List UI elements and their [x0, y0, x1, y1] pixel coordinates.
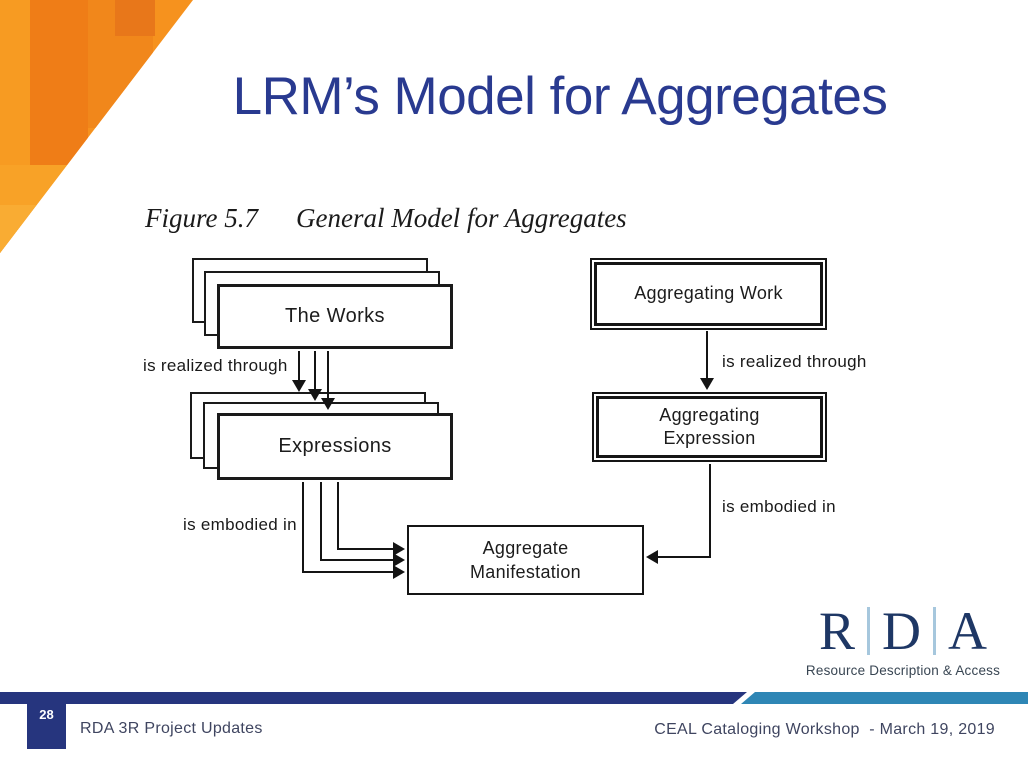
aggregating-work-box-inner: Aggregating Work	[594, 262, 823, 326]
aggregating-expression-label-line2: Expression	[663, 428, 756, 448]
elbow-line	[337, 482, 339, 550]
rda-logo: R D A Resource Description & Access	[802, 602, 1004, 678]
right-is-embodied-in-label: is embodied in	[722, 497, 836, 516]
arrowhead-down-icon	[292, 380, 306, 392]
corner-accent-band	[30, 0, 88, 165]
rda-logo-letter-d: D	[882, 601, 922, 661]
arrow-line	[327, 351, 329, 399]
elbow-line	[302, 571, 395, 573]
aggregate-manifestation-label-line1: Aggregate	[482, 537, 569, 558]
elbow-line	[320, 482, 322, 561]
arrow-line	[706, 331, 708, 379]
aggregate-manifestation-label-line2: Manifestation	[470, 562, 581, 582]
page-number: 28	[39, 707, 54, 722]
arrowhead-right-icon	[393, 553, 405, 567]
figure-caption: Figure 5.7 General Model for Aggregates	[145, 203, 627, 234]
footer-bar-navy	[0, 692, 747, 704]
arrow-line	[298, 351, 300, 381]
aggregating-work-box: Aggregating Work	[590, 258, 827, 330]
elbow-line	[302, 482, 304, 573]
corner-accent-band	[115, 0, 155, 36]
slide-title: LRM’s Model for Aggregates	[232, 67, 888, 126]
rda-logo-letter-r: R	[818, 601, 856, 661]
elbow-line	[709, 464, 711, 558]
expressions-label: Expressions	[278, 435, 392, 457]
arrowhead-left-icon	[646, 550, 658, 564]
page-number-tab: 28	[27, 692, 66, 749]
the-works-box: The Works	[217, 284, 453, 349]
elbow-line	[320, 559, 395, 561]
aggregating-expression-box: Aggregating Expression	[592, 392, 827, 462]
footer-right-text: CEAL Cataloging Workshop - March 19, 201…	[654, 721, 995, 738]
expressions-box: Expressions	[217, 413, 453, 480]
rda-logo-separator	[867, 607, 871, 655]
arrowhead-down-icon	[700, 378, 714, 390]
footer-left-text: RDA 3R Project Updates	[80, 720, 263, 737]
arrowhead-down-icon	[308, 389, 322, 401]
arrowhead-right-icon	[393, 542, 405, 556]
figure-caption-number: Figure 5.7	[145, 203, 258, 233]
elbow-line	[657, 556, 711, 558]
arrowhead-right-icon	[393, 565, 405, 579]
aggregating-expression-box-inner: Aggregating Expression	[596, 396, 823, 458]
aggregating-expression-label-line1: Aggregating	[659, 404, 760, 425]
rda-logo-letter-a: A	[948, 601, 988, 661]
aggregate-manifestation-box: Aggregate Manifestation	[407, 525, 644, 595]
rda-logo-separator	[933, 607, 937, 655]
corner-accent-band	[0, 205, 60, 253]
figure-caption-title: General Model for Aggregates	[295, 203, 627, 233]
arrowhead-down-icon	[321, 398, 335, 410]
arrow-line	[314, 351, 316, 390]
rda-logo-tagline: Resource Description & Access	[805, 663, 1001, 678]
footer-bar-blue	[741, 692, 1028, 704]
the-works-label: The Works	[285, 305, 385, 327]
aggregating-work-label: Aggregating Work	[634, 283, 783, 304]
elbow-line	[337, 548, 395, 550]
left-is-embodied-in-label: is embodied in	[183, 515, 297, 534]
rda-logo-letters: R D A	[802, 602, 1004, 660]
left-is-realized-through-label: is realized through	[143, 356, 288, 375]
right-is-realized-through-label: is realized through	[722, 352, 867, 371]
